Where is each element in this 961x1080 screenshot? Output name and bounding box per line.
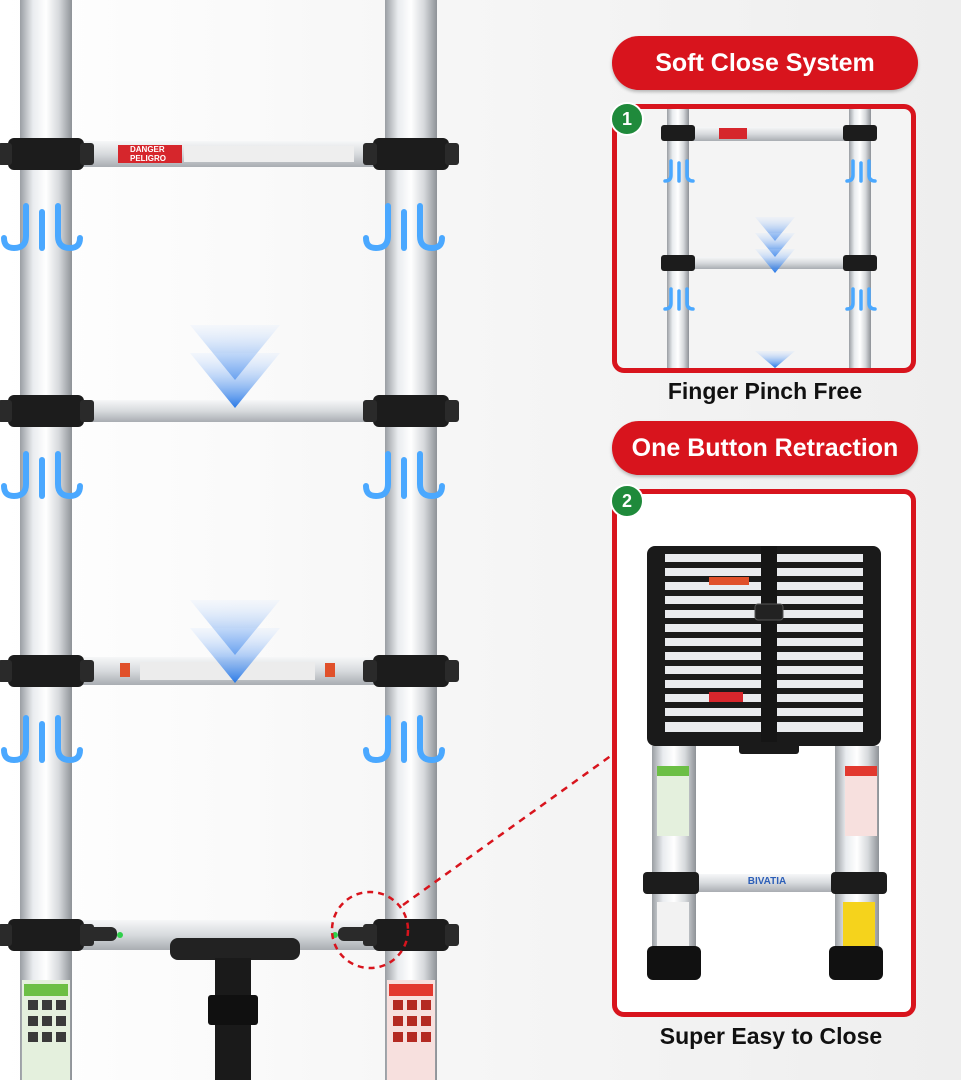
danger-label: DANGER PELIGRO xyxy=(130,145,167,163)
brand-label: BIVATIA xyxy=(747,876,787,887)
one-button-photo-frame: BIVATIA xyxy=(612,489,916,1017)
soft-close-photo-frame xyxy=(612,104,916,373)
soft-close-header: Soft Close System xyxy=(612,36,918,90)
super-easy-caption: Super Easy to Close xyxy=(659,1023,883,1049)
step-1-badge: 1 xyxy=(610,102,644,136)
one-button-header: One Button Retraction xyxy=(612,421,918,475)
soft-close-photo xyxy=(661,109,877,368)
step-2-badge: 2 xyxy=(610,484,644,518)
finger-pinch-caption: Finger Pinch Free xyxy=(667,378,863,404)
collapsed-ladder-photo xyxy=(643,546,887,980)
